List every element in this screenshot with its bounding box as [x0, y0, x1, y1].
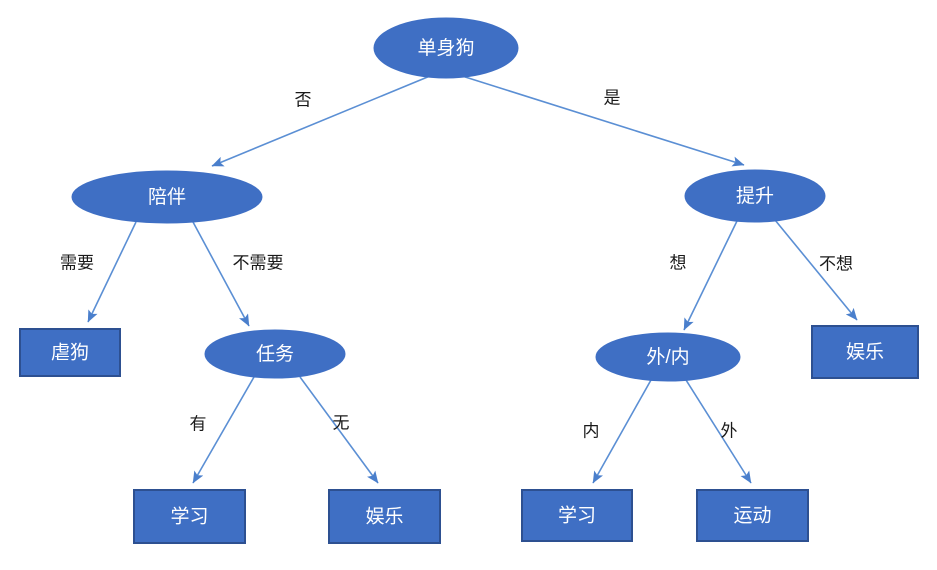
tree-edge-improve-want	[683, 220, 738, 331]
nodes-layer: 单身狗陪伴提升虐狗任务外/内娱乐学习娱乐学习运动	[19, 17, 919, 544]
tree-edge-root-no	[211, 75, 431, 167]
node-shape-ellipse	[595, 332, 741, 382]
tree-node-task[interactable]: 任务	[204, 329, 346, 379]
node-label: 单身狗	[417, 37, 474, 59]
node-label: 提升	[736, 185, 774, 207]
tree-edge-companion-need	[87, 221, 137, 323]
edge-label-root-no: 否	[295, 90, 312, 109]
node-shape-rect	[133, 489, 246, 544]
edge-label-task-none: 无	[333, 413, 350, 432]
edge-label-companion-need: 需要	[60, 253, 94, 272]
node-shape-rect	[696, 489, 809, 542]
tree-node-root[interactable]: 单身狗	[373, 17, 519, 79]
node-label: 娱乐	[365, 506, 403, 528]
node-label: 任务	[256, 343, 294, 365]
edge-label-inout-outside: 外	[721, 421, 738, 440]
tree-node-fun-left[interactable]: 娱乐	[328, 489, 441, 544]
node-shape-ellipse	[373, 17, 519, 79]
tree-edge-task-has	[192, 376, 255, 484]
node-label: 学习	[170, 506, 208, 528]
edge-labels-layer: 否 是需要 不需要 想 不想有 无 内 外	[60, 88, 853, 440]
tree-node-abuse-dog[interactable]: 虐狗	[19, 328, 121, 377]
edges-layer	[87, 75, 858, 484]
tree-edge-inout-inside	[592, 379, 652, 484]
tree-edge-inout-outside	[685, 379, 752, 484]
node-label: 运动	[733, 505, 771, 527]
node-label: 娱乐	[846, 341, 884, 363]
tree-node-sport[interactable]: 运动	[696, 489, 809, 542]
tree-node-study-left[interactable]: 学习	[133, 489, 246, 544]
tree-edge-root-yes	[461, 75, 745, 167]
node-shape-rect	[19, 328, 121, 377]
tree-edge-companion-noneed	[192, 221, 250, 327]
node-label: 学习	[558, 505, 596, 527]
node-shape-rect	[328, 489, 441, 544]
node-shape-rect	[521, 489, 633, 542]
tree-node-in-out[interactable]: 外/内	[595, 332, 741, 382]
node-label: 陪伴	[148, 186, 186, 208]
edge-label-companion-noneed: 不需要	[233, 253, 284, 272]
tree-node-improve[interactable]: 提升	[684, 169, 826, 223]
edge-label-inout-inside: 内	[583, 421, 600, 440]
node-shape-ellipse	[71, 170, 263, 224]
edge-label-improve-notwant: 不想	[819, 254, 853, 273]
tree-edge-improve-notwant	[774, 219, 858, 321]
node-shape-ellipse	[684, 169, 826, 223]
node-shape-ellipse	[204, 329, 346, 379]
tree-edge-task-none	[299, 376, 379, 484]
tree-node-fun-right[interactable]: 娱乐	[811, 325, 919, 379]
node-shape-rect	[811, 325, 919, 379]
node-label: 虐狗	[51, 342, 89, 364]
edge-label-root-yes: 是	[604, 88, 621, 107]
tree-node-companion[interactable]: 陪伴	[71, 170, 263, 224]
edge-label-improve-want: 想	[670, 253, 687, 272]
node-label: 外/内	[646, 346, 689, 368]
edge-label-task-has: 有	[190, 414, 207, 433]
tree-node-study-right[interactable]: 学习	[521, 489, 633, 542]
